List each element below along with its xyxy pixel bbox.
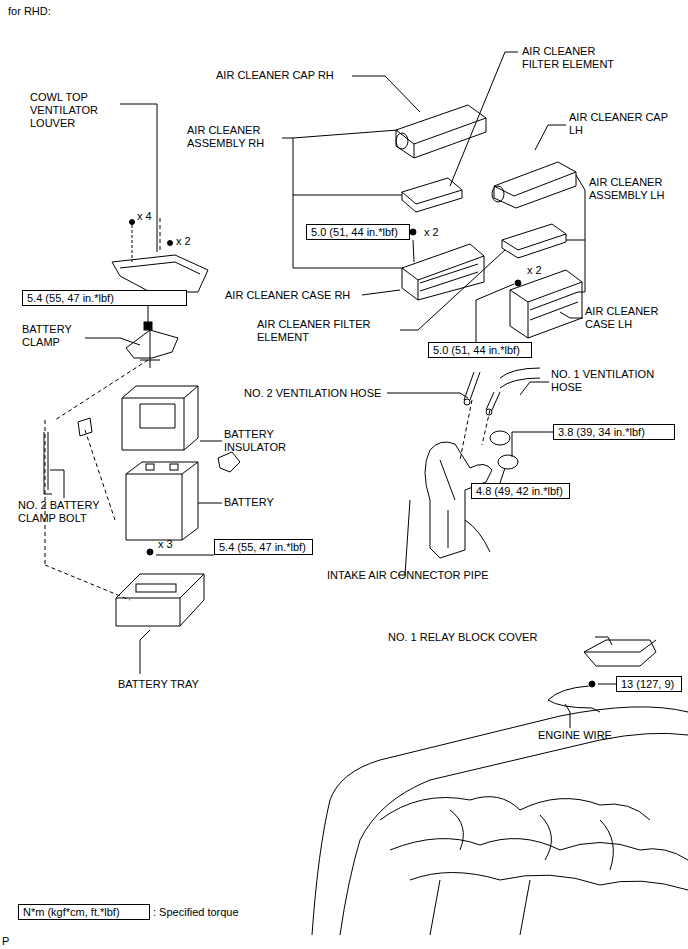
leader-lines: [45, 52, 616, 728]
part-label: AIR CLEANER CASE LH: [585, 305, 681, 331]
part-label: INTAKE AIR CONNECTOR PIPE: [327, 569, 489, 582]
torque-value: N*m (kgf*cm, ft.*lbf): [23, 906, 120, 918]
quantity-label: x 3: [158, 538, 173, 551]
battery-tray: [116, 549, 204, 626]
torque-box: 5.4 (55, 47 in.*lbf): [22, 290, 187, 306]
battery-clamp: [126, 322, 178, 368]
quantity-label: x 2: [176, 235, 191, 248]
cowl-louver: [112, 220, 208, 293]
air-cleaner-lh: [492, 162, 582, 338]
intake-pipe: [425, 368, 540, 558]
part-label: ENGINE WIRE: [538, 729, 612, 742]
part-label: BATTERY TRAY: [118, 678, 199, 691]
battery-insulator: [122, 386, 198, 450]
torque-box: 5.4 (55, 47 in.*lbf): [214, 539, 313, 555]
part-label: AIR CLEANER FILTER ELEMENT: [522, 45, 632, 71]
part-label: AIR CLEANER ASSEMBLY LH: [589, 176, 685, 202]
part-label: AIR CLEANER FILTER ELEMENT: [257, 318, 397, 344]
torque-box: 13 (127, 9): [616, 676, 682, 692]
torque-value: 3.8 (39, 34 in.*lbf): [558, 426, 645, 438]
torque-box: 4.8 (49, 42 in.*lbf): [471, 483, 570, 499]
torque-value: 5.0 (51, 44 in.*lbf): [433, 344, 520, 356]
part-label: AIR CLEANER CASE RH: [225, 289, 350, 302]
part-label: : Specified torque: [153, 906, 239, 919]
torque-value: 4.8 (49, 42 in.*lbf): [476, 485, 563, 497]
torque-value: 5.0 (51, 44 in.*lbf): [311, 226, 398, 238]
part-label: BATTERY: [224, 496, 274, 509]
air-cleaner-rh: [396, 105, 486, 300]
torque-box: 5.0 (51, 44 in.*lbf): [306, 224, 410, 240]
torque-box: 3.8 (39, 34 in.*lbf): [553, 424, 675, 440]
clamp-bolt: [44, 432, 52, 494]
quantity-label: x 4: [137, 210, 152, 223]
quantity-label: x 2: [527, 264, 542, 277]
torque-value: 13 (127, 9): [621, 678, 674, 690]
part-label: NO. 2 VENTILATION HOSE: [244, 387, 381, 400]
torque-box: N*m (kgf*cm, ft.*lbf): [18, 904, 150, 920]
part-label: NO. 2 BATTERY CLAMP BOLT: [18, 499, 113, 525]
part-label: P: [2, 935, 9, 948]
torque-box: 5.0 (51, 44 in.*lbf): [428, 342, 532, 358]
vehicle-outline: [312, 707, 688, 935]
quantity-label: x 2: [424, 226, 439, 239]
torque-value: 5.4 (55, 47 in.*lbf): [27, 292, 114, 304]
part-label: NO. 1 VENTILATION HOSE: [551, 368, 679, 394]
part-label: COWL TOP VENTILATOR LOUVER: [30, 91, 115, 130]
part-label: AIR CLEANER CAP RH: [216, 69, 334, 82]
part-label: for RHD:: [8, 5, 51, 18]
part-label: AIR CLEANER CAP LH: [569, 111, 669, 137]
part-label: AIR CLEANER ASSEMBLY RH: [187, 124, 279, 150]
part-label: NO. 1 RELAY BLOCK COVER: [388, 631, 537, 644]
part-label: BATTERY INSULATOR: [224, 428, 304, 454]
battery: [78, 418, 240, 540]
part-label: BATTERY CLAMP: [22, 323, 84, 349]
torque-value: 5.4 (55, 47 in.*lbf): [219, 541, 306, 553]
